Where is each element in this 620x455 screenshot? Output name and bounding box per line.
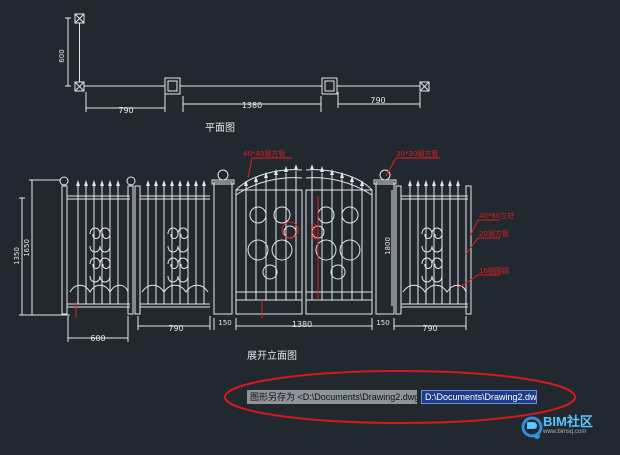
callout-30x30: 30*30钢方管 — [396, 149, 438, 158]
watermark: BIM社区 www.bimsq.com — [521, 408, 617, 448]
bim-logo-icon — [521, 416, 543, 439]
elevation-view — [19, 169, 472, 342]
plan-dim-1380: 1380 — [242, 101, 262, 110]
callout-20: 20钢方管 — [479, 229, 509, 238]
elev-dim-600: 600 — [90, 334, 105, 343]
watermark-url: www.bimsq.com — [543, 429, 587, 435]
plan-title: 平面图 — [205, 122, 235, 134]
callout-16: 16钢圆钢 — [479, 266, 509, 275]
callout-40x40: 40*40钢方管 — [243, 149, 285, 158]
plan-dim-790-right: 790 — [370, 96, 385, 105]
elev-dim-1380: 1380 — [292, 320, 312, 329]
elev-dim-1350: 1350 — [13, 247, 21, 265]
elev-dim-1800-right: 1800 — [384, 237, 392, 255]
elev-dim-1800: 1800 — [310, 223, 318, 241]
elev-dim-150-right: 150 — [376, 319, 389, 327]
picket-spears — [76, 164, 460, 186]
elevation-title: 展开立面图 — [247, 349, 297, 362]
elev-dim-1650: 1650 — [23, 239, 31, 257]
callout-40x60: 40*60立柱 — [479, 211, 514, 220]
red-annotations — [75, 157, 500, 318]
filename-input[interactable] — [421, 390, 537, 404]
command-prompt: 图形另存为 <D:\Documents\Drawing2.dwg>: — [247, 390, 417, 404]
highlight-ellipse — [224, 370, 576, 424]
plan-view — [65, 13, 430, 112]
elev-dim-790-right: 790 — [422, 324, 437, 333]
plan-dim-600: 600 — [58, 49, 66, 62]
plan-dim-790-left: 790 — [118, 106, 133, 115]
elev-dim-150-left: 150 — [218, 319, 231, 327]
watermark-brand: BIM社区 — [543, 414, 593, 429]
elev-dim-790-left: 790 — [168, 324, 183, 333]
